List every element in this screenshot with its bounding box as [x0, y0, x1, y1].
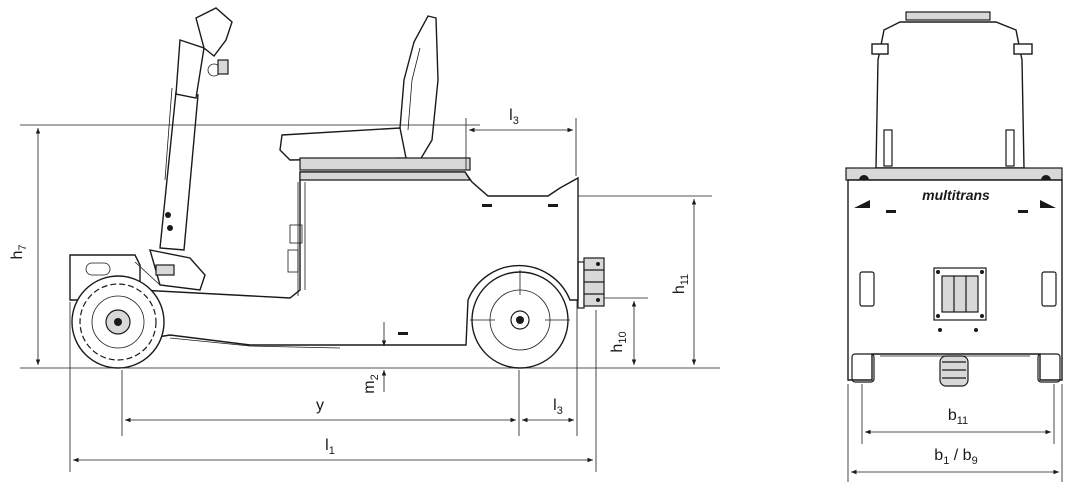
- front-wheel: [71, 275, 165, 369]
- driver-seat: [279, 15, 439, 161]
- dim-h10: h10: [604, 297, 648, 365]
- label-h7: h7: [9, 244, 29, 259]
- dim-h11: h11: [578, 195, 712, 365]
- dim-y: y: [121, 370, 520, 436]
- dim-h7: h7: [9, 124, 480, 365]
- label-m2: m2: [361, 374, 381, 393]
- steering-column: [149, 7, 233, 291]
- label-l1: l1: [325, 437, 335, 457]
- front-seat: [871, 11, 1033, 169]
- label-b11: b11: [948, 407, 968, 427]
- dim-b11: b11: [861, 384, 1055, 444]
- label-y: y: [316, 397, 324, 414]
- dim-l3-bottom: l3: [522, 300, 578, 436]
- label-l3-top: l3: [509, 107, 519, 127]
- dim-b1-b9: b1 / b9: [847, 384, 1063, 482]
- front-body: multitrans: [845, 167, 1063, 383]
- brand-label: multitrans: [922, 187, 990, 203]
- front-view-wheel: [880, 355, 1030, 387]
- label-h10: h10: [609, 331, 629, 352]
- side-view: h7 l3 h11 h10: [9, 7, 720, 472]
- label-b1-b9: b1 / b9: [934, 447, 977, 467]
- dim-m2: m2: [361, 322, 387, 394]
- front-coupling: [933, 267, 987, 332]
- label-l3-bottom: l3: [553, 397, 563, 417]
- rear-wheel: [470, 270, 570, 369]
- front-view: multitrans: [845, 11, 1063, 482]
- dim-l1: l1: [69, 302, 597, 472]
- label-h11: h11: [671, 274, 691, 294]
- dim-l3-top: l3: [465, 107, 577, 176]
- rear-coupling: [577, 257, 605, 309]
